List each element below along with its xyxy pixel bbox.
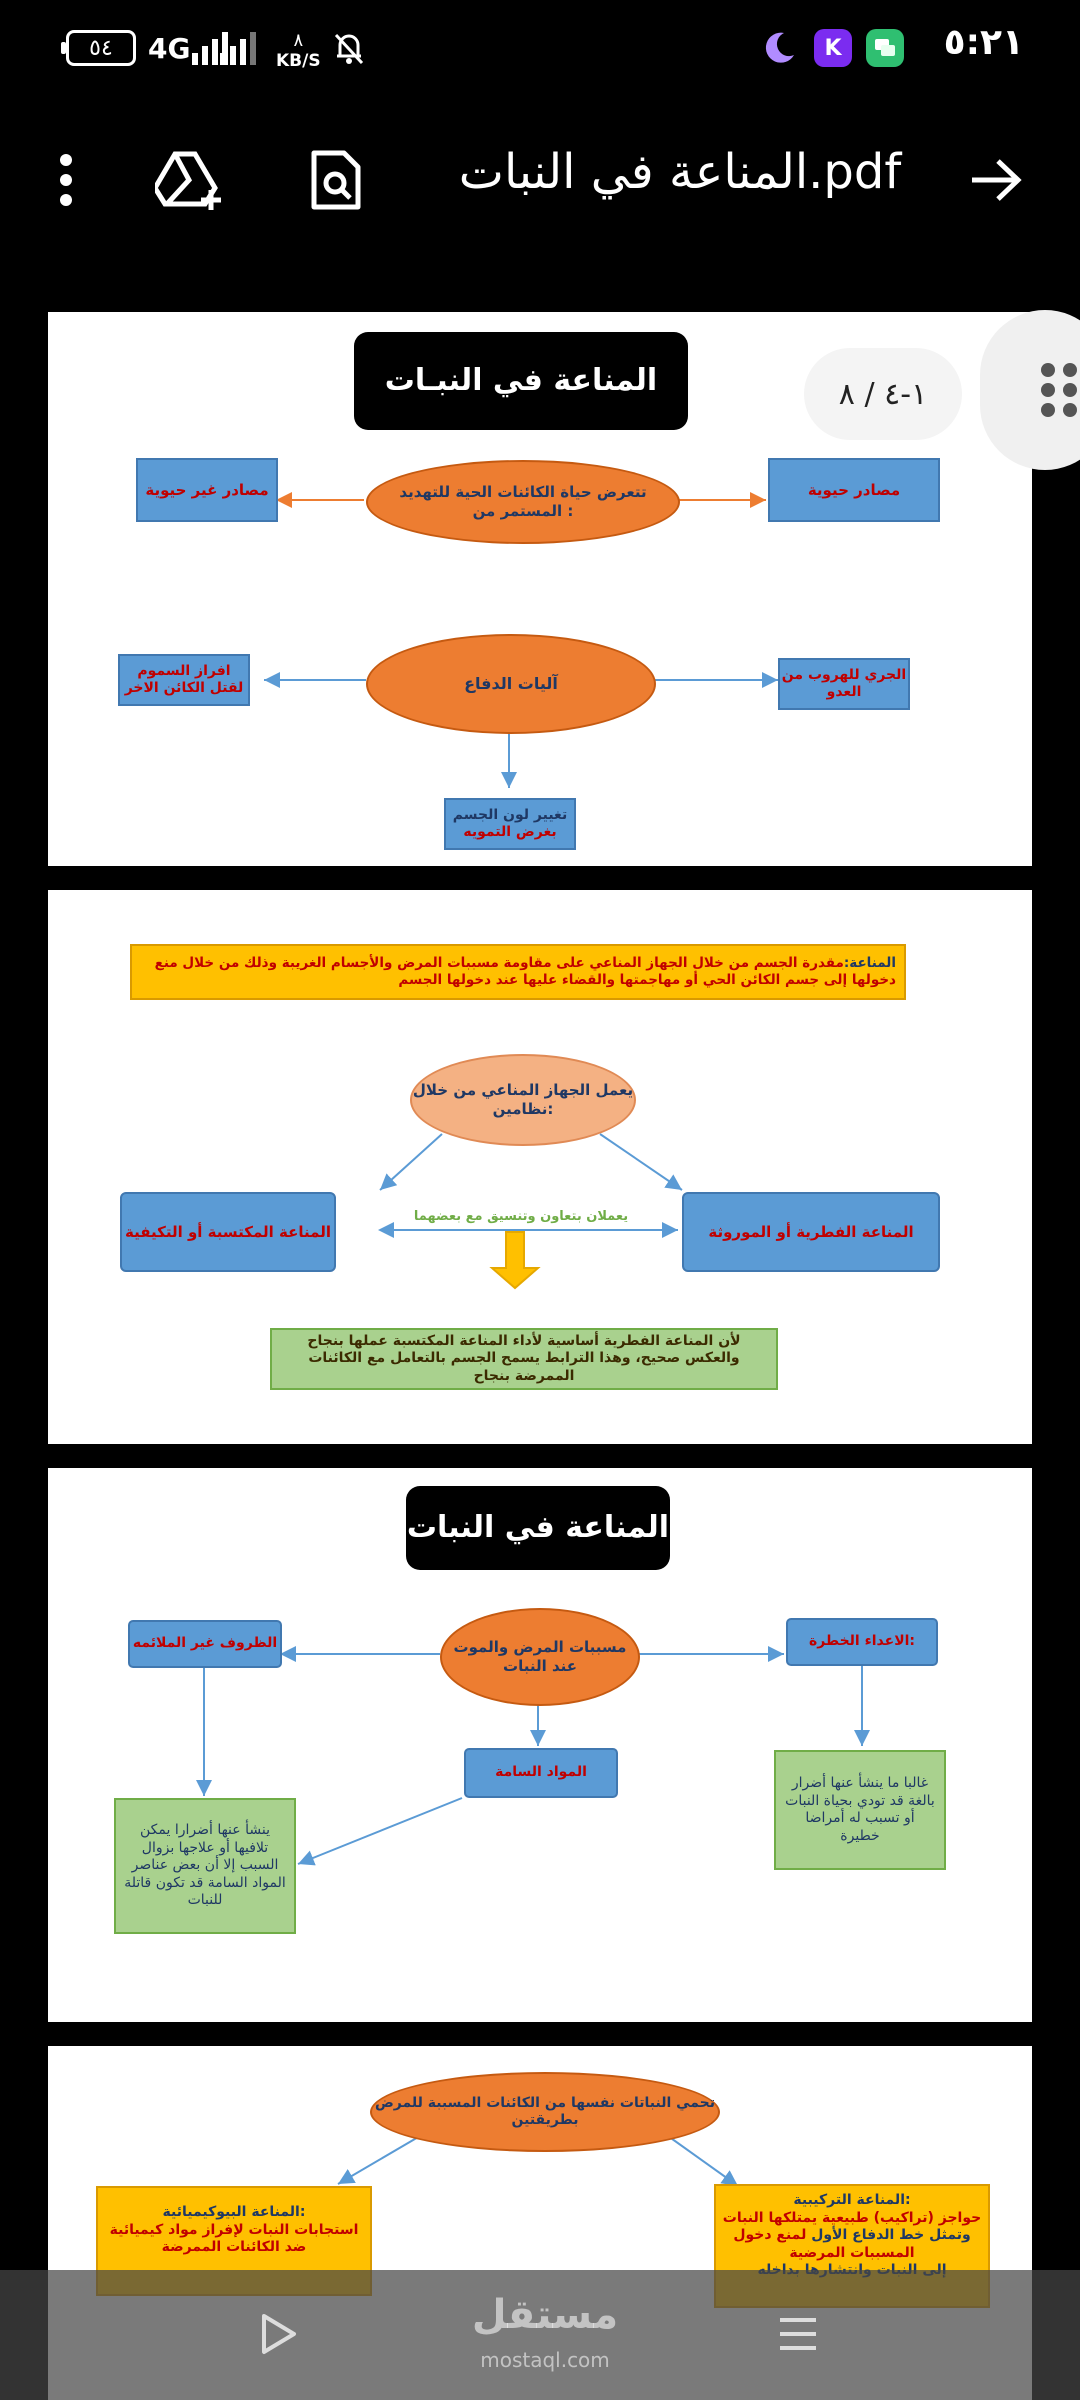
net-speed: ٨ KB/S <box>276 26 321 74</box>
biochemical-text: استجابات النبات لإفراز مواد كيميائية ضد … <box>109 2221 359 2256</box>
interdependence-note: لأن المناعة الفطرية أساسية لأداء المناعة… <box>270 1328 778 1390</box>
disease-causes-ellipse: مسببات المرض والموت عند النبات <box>440 1608 640 1706</box>
bottom-control-bar: مستقل mostaql.com <box>0 2270 1080 2400</box>
toxin-secretion-box: افراز السموم لقتل الكائن الاخر <box>118 654 250 706</box>
definition-label: المناعة: <box>843 955 896 972</box>
network-type: 4G <box>148 31 191 65</box>
threats-ellipse: تتعرض حياة الكائنات الحية للتهديد المستم… <box>366 460 680 544</box>
back-button[interactable] <box>956 140 1036 220</box>
present-button[interactable] <box>238 2294 318 2374</box>
structural-text-1: حواجز (تراكيب) طبيعية يمتلكها النبات <box>722 2209 982 2226</box>
cooperation-label: يعملان بتعاون وتنسيق مع بعضهما <box>413 1208 629 1224</box>
drag-handle-icon <box>1041 363 1077 417</box>
signal-bars-icon <box>192 32 229 65</box>
app-bar: المناعة في النبات.pdf <box>0 110 1080 240</box>
signal-bars-2-icon <box>218 24 262 72</box>
toxic-substances-box: المواد السامة <box>464 1748 618 1798</box>
protection-ellipse: تحمي النباتات نفسها من الكائنات المسببة … <box>370 2072 720 2152</box>
clock: ٥:٢١ <box>943 22 1024 63</box>
drive-add-icon <box>155 151 221 210</box>
speed-unit: KB/S <box>276 50 321 71</box>
camouflage-box: تغيير لون الجسم بغرض التمويه <box>444 798 576 850</box>
immunity-definition-box: المناعة:مقدرة الجسم من خلال الجهاز المنا… <box>130 944 906 1000</box>
k-app-icon: K <box>814 24 852 72</box>
enemies-note: غالبا ما ينشأ عنها أضرار بالغة قد تودي ب… <box>774 1750 946 1870</box>
signal-4g: 4G <box>148 24 234 72</box>
page1-connectors <box>264 492 778 788</box>
add-to-drive-button[interactable] <box>150 140 230 220</box>
biochemical-title: المناعة البيوكيميائية: <box>162 2204 306 2220</box>
page4-connectors <box>337 2135 739 2187</box>
structural-text-2: وتمثل خط الدفاع الأول <box>811 2227 971 2243</box>
page2-connectors <box>378 1133 683 1290</box>
more-options-button[interactable] <box>26 140 106 220</box>
pdf-page-3: المناعة في النبات مسببات المرض والموت عن… <box>48 1468 1032 2022</box>
dangerous-enemies-box: الاعداء الخطرة: <box>786 1618 938 1666</box>
biotic-sources-box: مصادر حيوية <box>768 458 940 522</box>
chat-app-icon <box>866 24 904 72</box>
fast-scroll-handle[interactable] <box>980 310 1080 470</box>
immune-system-ellipse: يعمل الجهاز المناعي من خلال نظامين: <box>410 1054 636 1146</box>
search-in-file-button[interactable] <box>296 140 376 220</box>
hamburger-icon <box>780 2318 816 2350</box>
file-search-icon <box>311 150 361 210</box>
arrow-right-icon <box>972 159 1022 201</box>
camouflage-line1: تغيير لون الجسم <box>452 806 568 823</box>
immunity-definition-text: المناعة:مقدرة الجسم من خلال الجهاز المنا… <box>140 955 896 989</box>
escape-running-box: الجري للهروب من العدو <box>778 658 910 710</box>
structural-title: المناعة التركيبية: <box>793 2192 911 2208</box>
more-vert-icon <box>60 154 72 206</box>
acquired-immunity-box: المناعة المكتسبة أو التكيفية <box>120 1192 336 1272</box>
menu-button[interactable] <box>758 2294 838 2374</box>
battery-indicator: ٥٤ <box>61 30 136 66</box>
page1-title: المناعة في النبـات <box>354 332 688 430</box>
watermark-logo: مستقل <box>471 2292 619 2338</box>
innate-immunity-box: المناعة الفطرية أو الموروثة <box>682 1192 940 1272</box>
page3-connectors <box>196 1646 870 1866</box>
moon-icon <box>760 24 798 72</box>
unfavorable-conditions-box: الظروف غير الملائمه <box>128 1620 282 1668</box>
defense-mechanisms-ellipse: آليات الدفاع <box>366 634 656 734</box>
abiotic-sources-box: مصادر غير حيوية <box>136 458 278 522</box>
page-indicator: ١-٤ / ٨ <box>804 348 962 440</box>
speed-value: ٨ <box>293 29 304 51</box>
document-title: المناعة في النبات.pdf <box>458 144 902 200</box>
camouflage-line2: بغرض التمويه <box>463 824 557 840</box>
mute-bell-icon <box>330 24 368 72</box>
structural-text-3: لمنع دخول المسببات المرضية <box>733 2227 915 2261</box>
conditions-note: ينشأ عنها أضرارا يمكن تلافيها أو علاجها … <box>114 1798 296 1934</box>
page3-title: المناعة في النبات <box>406 1486 670 1570</box>
definition-body: مقدرة الجسم من خلال الجهاز المناعي على م… <box>154 955 896 988</box>
play-icon <box>262 2314 296 2354</box>
watermark-url: mostaql.com <box>480 2348 610 2372</box>
status-bar: ٥٤ 4G ٨ KB/S K ٥:٢١ <box>0 0 1080 96</box>
pdf-page-2: المناعة:مقدرة الجسم من خلال الجهاز المنا… <box>48 890 1032 1444</box>
